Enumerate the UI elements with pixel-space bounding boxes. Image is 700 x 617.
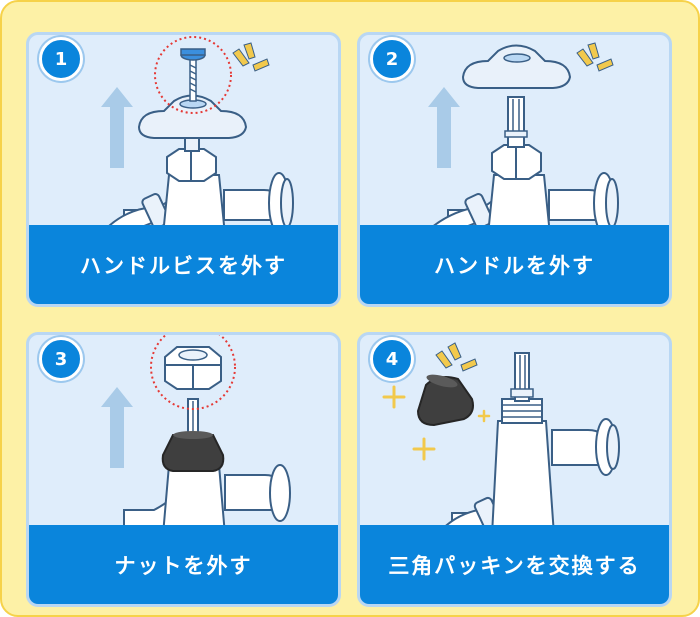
up-arrow-icon [101,387,133,468]
handle-icon [461,44,572,89]
faucet-icon [123,398,291,525]
step-panel-1: 1 ハンドルビスを外す [26,32,341,307]
faucet-scene-3 [101,335,291,525]
faucet-scene-1 [101,36,294,225]
faucet-icon [433,96,619,225]
nut-icon [164,346,222,390]
step-number-badge: 1 [39,37,83,81]
sparkle-icon [576,42,614,72]
highlight-circle [154,36,232,114]
step-number-badge: 4 [370,337,414,381]
step-number-badge: 3 [39,337,83,381]
sparkle-icon [232,42,270,72]
step-panel-4: 4 三角パッキンを交換する [357,332,672,607]
step-panel-3: 3 ナットを外す [26,332,341,607]
step-number-badge: 2 [370,37,414,81]
faucet-scene-2 [428,42,619,225]
faucet-icon [445,352,620,525]
faucet-icon [108,134,294,225]
up-arrow-icon [101,87,133,168]
step-caption: 三角パッキンを交換する [360,525,669,604]
packing-icon [416,374,474,427]
step-caption: ハンドルビスを外す [29,225,338,304]
packing-icon [161,431,225,472]
step-panel-2: 2 ハンドルを外す [357,32,672,307]
step-caption: ナットを外す [29,525,338,604]
highlight-circle [150,335,236,410]
screw-icon [180,48,206,102]
step-caption: ハンドルを外す [360,225,669,304]
handle-icon [137,94,248,139]
sparkle-icon [382,342,491,461]
faucet-scene-4 [382,342,620,525]
up-arrow-icon [428,87,460,168]
